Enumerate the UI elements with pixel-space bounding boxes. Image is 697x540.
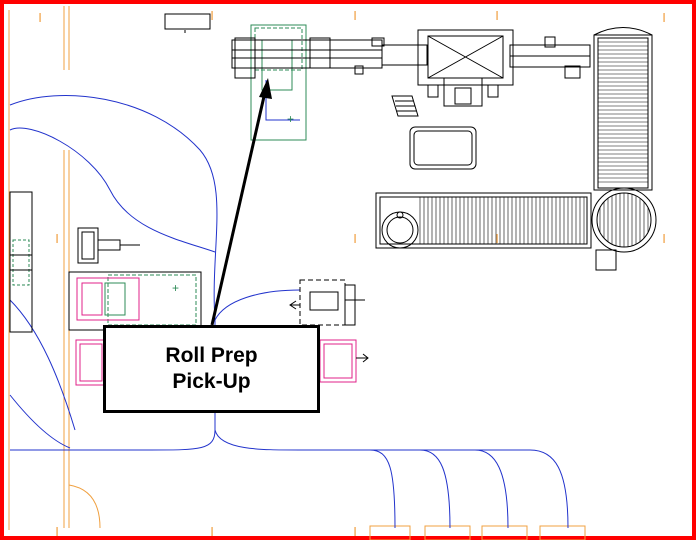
roll-cart-left — [77, 227, 140, 264]
pointer-arrow — [210, 78, 272, 326]
column-mark: I — [495, 231, 499, 246]
column-mark: I — [353, 231, 357, 246]
turntable-rollers — [599, 193, 649, 247]
callout-line-2: Pick-Up — [172, 370, 251, 393]
column-marks: I I I I I I I I I I I I — [38, 8, 666, 539]
plus-mark-icon: + — [172, 281, 179, 295]
column-mark: I — [353, 8, 357, 23]
equipment-label-box — [164, 13, 211, 30]
top-conveyor-line — [231, 37, 428, 79]
column-mark: I — [495, 8, 499, 23]
building-walls — [8, 6, 586, 540]
column-mark: I — [662, 231, 666, 246]
roll-prep-pickup-callout: Roll Prep Pick-Up — [103, 325, 320, 413]
column-mark: I — [210, 8, 214, 23]
vehicle-paths — [9, 80, 569, 529]
callout-line-1: Roll Prep — [165, 344, 258, 367]
column-mark: I — [38, 10, 42, 25]
column-mark: I — [662, 10, 666, 25]
small-conveyor — [391, 95, 419, 117]
vertical-conveyor-rollers — [598, 41, 648, 183]
vertical-conveyor — [593, 27, 653, 191]
accumulation-conveyor — [375, 187, 657, 271]
plus-mark-icon: + — [287, 112, 294, 126]
column-mark: I — [55, 231, 59, 246]
left-wall-equipment — [9, 191, 33, 333]
bin — [409, 126, 477, 170]
unwind-machine — [417, 29, 591, 107]
accumulation-conveyor-rollers — [419, 197, 585, 244]
column-mark: I — [55, 524, 59, 539]
column-mark: I — [210, 524, 214, 539]
roll-stand-right — [289, 279, 365, 326]
column-mark: I — [353, 524, 357, 539]
